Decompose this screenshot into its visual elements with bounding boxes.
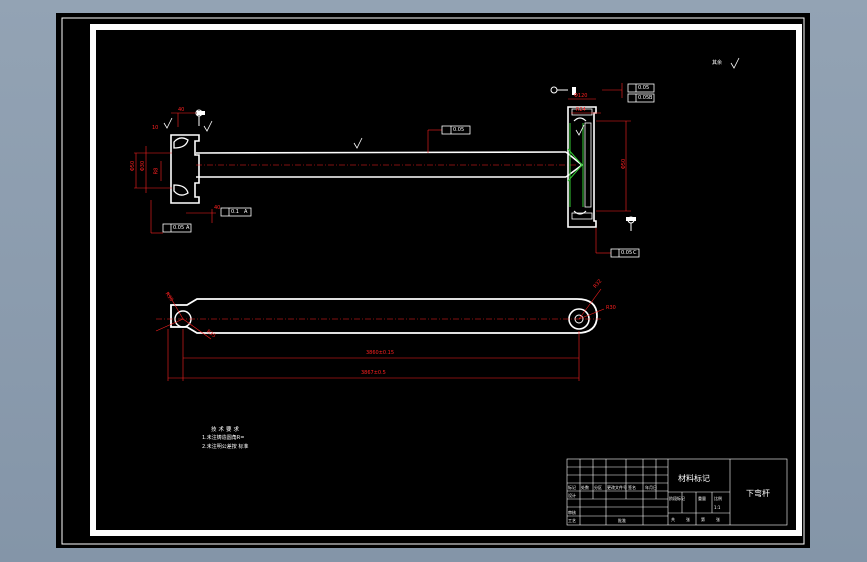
cad-viewport[interactable]: 其余 Φ50 Φ30 R8 40 40 Φ50 Φ120 R24 10 0.05…	[56, 13, 810, 548]
inner-frame	[90, 24, 802, 536]
outer-frame	[61, 17, 805, 545]
bottom-view	[155, 288, 605, 381]
engineering-drawing	[61, 17, 805, 545]
top-view	[134, 57, 740, 258]
title-block	[566, 458, 788, 526]
